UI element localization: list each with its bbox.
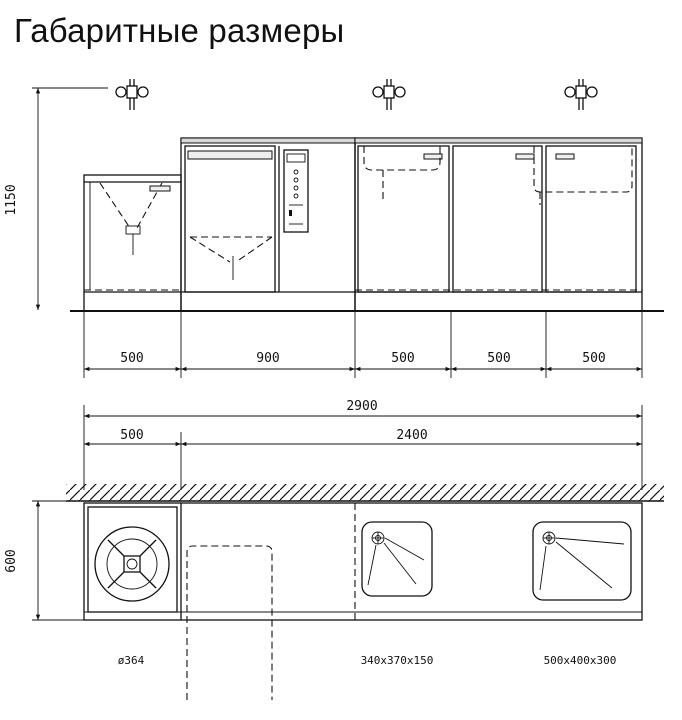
faucet-icon	[115, 79, 149, 110]
right-width-label: 2400	[396, 428, 427, 443]
width-label: 900	[256, 351, 279, 366]
height-dimension: 1150	[4, 87, 108, 310]
front-view: 1150	[4, 79, 664, 378]
wall-hatch	[66, 484, 664, 502]
faucet-icon	[564, 79, 598, 110]
control-panel	[283, 149, 309, 233]
plan-width-dimensions: 2900 500 2400	[83, 399, 643, 490]
sink-bowl-large	[532, 521, 632, 601]
total-width-label: 2900	[346, 399, 377, 414]
width-label: 500	[487, 351, 510, 366]
round-sink	[87, 506, 178, 613]
page-title: Габаритные размеры	[14, 12, 345, 49]
worktop-outline	[83, 502, 643, 621]
width-dimensions: 500 900 500 500 500	[83, 312, 643, 378]
large-bowl-caption: 500x400x300	[544, 654, 617, 667]
depth-dimension: 600	[4, 500, 84, 621]
height-label: 1150	[4, 184, 19, 215]
left-width-label: 500	[120, 428, 143, 443]
round-sink-caption: ø364	[118, 654, 145, 667]
top-view: 2900 500 2400 600	[4, 399, 664, 700]
module-cabinets	[354, 137, 643, 312]
dishwasher-door-outline	[186, 545, 273, 700]
module-dishwasher	[180, 137, 356, 312]
small-bowl-caption: 340x370x150	[361, 654, 434, 667]
width-label: 500	[582, 351, 605, 366]
faucet-icon	[372, 79, 406, 110]
width-label: 500	[391, 351, 414, 366]
width-label: 500	[120, 351, 143, 366]
depth-label: 600	[4, 549, 19, 572]
module-funnel-sink	[83, 174, 182, 312]
sink-bowl-small	[361, 521, 433, 597]
